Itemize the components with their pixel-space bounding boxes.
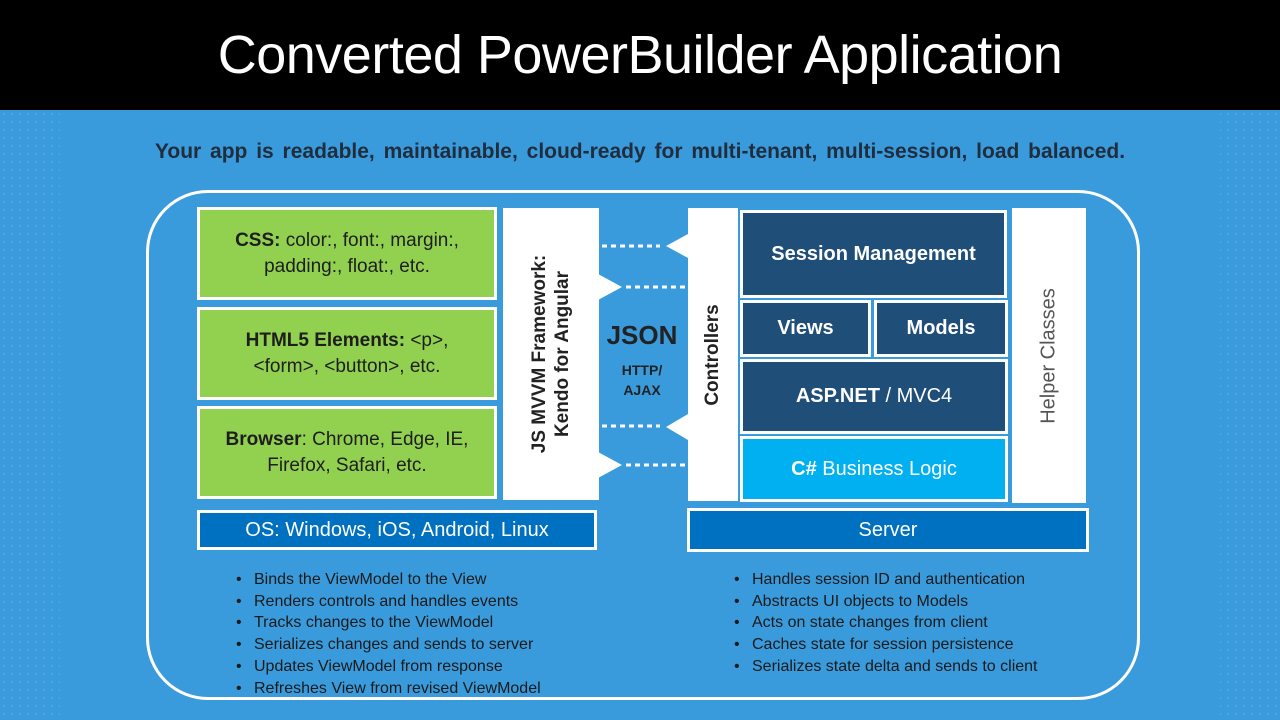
list-item: Handles session ID and authentication: [730, 569, 1038, 591]
list-item: Renders controls and handles events: [232, 591, 541, 613]
list-item: Acts on state changes from client: [730, 612, 1038, 634]
slide-title: Converted PowerBuilder Application: [217, 25, 1063, 85]
html5-text: <p>, <form>, <button>, etc.: [253, 329, 449, 377]
css-box: CSS: color:, font:, margin:, padding:, f…: [197, 207, 497, 300]
session-management-label: Session Management: [771, 242, 976, 265]
helper-classes-box: Helper Classes: [1012, 208, 1086, 503]
server-bar: Server: [687, 508, 1089, 552]
session-management-box: Session Management: [740, 210, 1007, 298]
os-bar: OS: Windows, iOS, Android, Linux: [197, 510, 597, 550]
controllers-box: Controllers: [688, 208, 738, 501]
views-box: Views: [740, 300, 871, 357]
html5-label: HTML5 Elements:: [245, 329, 406, 351]
json-arrows: [598, 234, 688, 478]
css-text: color:, font:, margin:, padding:, float:…: [264, 229, 459, 277]
models-box: Models: [874, 300, 1008, 357]
list-item: Abstracts UI objects to Models: [730, 591, 1038, 613]
models-label: Models: [906, 317, 976, 339]
browser-label: Browser: [225, 428, 302, 450]
framework-line1: JS MVVM Framework:: [529, 254, 550, 454]
business-logic-label: Business Logic: [816, 457, 957, 480]
browser-box: Browser: Chrome, Edge, IE, Firefox, Safa…: [197, 406, 497, 499]
controllers-label: Controllers: [702, 303, 723, 406]
views-label: Views: [777, 317, 834, 339]
architecture-frame: [146, 190, 1140, 700]
arrow-right-icon: [598, 274, 622, 300]
aspnet-label: ASP.NET: [795, 385, 880, 407]
http-label: HTTP/: [621, 362, 663, 378]
helper-classes-label: Helper Classes: [1037, 287, 1060, 424]
title-bar: Converted PowerBuilder Application: [0, 0, 1280, 110]
arrow-left-icon: [666, 414, 688, 440]
list-item: Serializes changes and sends to server: [232, 634, 541, 656]
list-item: Updates ViewModel from response: [232, 656, 541, 678]
server-label: Server: [858, 518, 918, 541]
business-logic-box: C# Business Logic: [740, 436, 1008, 502]
csharp-label: C#: [791, 457, 817, 480]
http-ajax-label: HTTP/ AJAX: [600, 360, 684, 400]
list-item: Refreshes View from revised ViewModel: [232, 678, 541, 700]
slide-subtitle: Your app is readable, maintainable, clou…: [154, 140, 1126, 163]
mvc4-label: / MVC4: [879, 385, 953, 407]
json-label: JSON: [606, 320, 678, 350]
list-item: Binds the ViewModel to the View: [232, 569, 541, 591]
client-bullet-list: Binds the ViewModel to the View Renders …: [232, 569, 541, 699]
aspnet-box: ASP.NET / MVC4: [740, 359, 1008, 434]
arrow-left-icon: [666, 234, 688, 258]
list-item: Serializes state delta and sends to clie…: [730, 656, 1038, 678]
os-label: OS: Windows, iOS, Android, Linux: [245, 518, 549, 541]
browser-text: : Chrome, Edge, IE, Firefox, Safari, etc…: [267, 428, 469, 476]
framework-line2: Kendo for Angular: [552, 270, 573, 438]
ajax-label: AJAX: [623, 382, 661, 398]
html5-box: HTML5 Elements: <p>, <form>, <button>, e…: [197, 307, 497, 400]
server-bullet-list: Handles session ID and authentication Ab…: [730, 569, 1038, 678]
css-label: CSS:: [235, 229, 281, 251]
list-item: Tracks changes to the ViewModel: [232, 612, 541, 634]
js-framework-box: JS MVVM Framework: Kendo for Angular: [503, 208, 599, 500]
arrow-right-icon: [598, 452, 622, 478]
list-item: Caches state for session persistence: [730, 634, 1038, 656]
